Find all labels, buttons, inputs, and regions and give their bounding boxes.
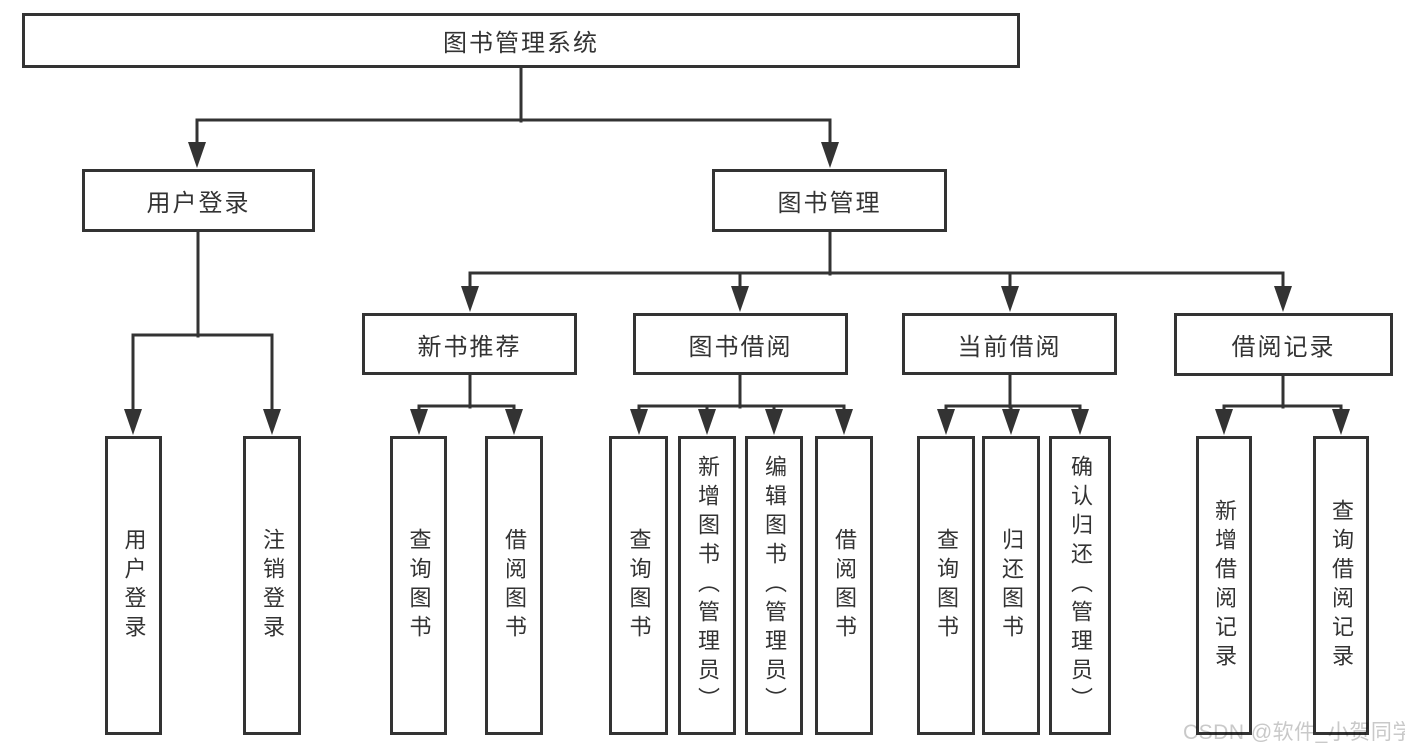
arrowhead [124, 409, 142, 435]
leaf-label: 注销登录 [260, 527, 285, 644]
arrowhead [835, 409, 853, 435]
arrowhead [461, 286, 479, 312]
leaf-edit-book-admin: 编辑图书（管理员） [745, 436, 803, 735]
arrowhead [263, 409, 281, 435]
node-book-management: 图书管理 [712, 169, 947, 232]
leaf-label: 编辑图书（管理员） [762, 455, 787, 716]
arrowhead [505, 409, 523, 435]
leaf-user-login: 用户登录 [105, 436, 162, 735]
leaf-borrow-books-borrowing: 借阅图书 [815, 436, 873, 735]
arrowhead [698, 409, 716, 435]
leaf-query-borrow-record: 查询借阅记录 [1313, 436, 1369, 735]
leaf-label: 用户登录 [121, 527, 147, 644]
node-book-borrowing: 图书借阅 [633, 313, 848, 375]
arrowhead [1332, 409, 1350, 435]
leaf-logout: 注销登录 [243, 436, 301, 735]
leaf-label: 新增图书（管理员） [695, 455, 720, 716]
node-label: 用户登录 [146, 190, 251, 217]
leaf-add-borrow-record: 新增借阅记录 [1196, 436, 1252, 735]
node-user-login: 用户登录 [82, 169, 315, 232]
leaf-label: 借阅图书 [502, 527, 527, 644]
arrowhead [821, 142, 839, 168]
arrowhead [410, 409, 428, 435]
leaf-borrow-books-recommend: 借阅图书 [485, 436, 543, 735]
leaf-return-books: 归还图书 [982, 436, 1040, 735]
node-label: 借阅记录 [1231, 334, 1336, 361]
csdn-watermark: CSDN @软件_小贺同学 [1183, 721, 1405, 744]
leaf-label: 归还图书 [999, 527, 1024, 644]
leaf-label: 查询图书 [626, 527, 652, 644]
node-label: 图书管理系统 [443, 30, 599, 57]
node-borrowing-records: 借阅记录 [1174, 313, 1393, 376]
leaf-add-book-admin: 新增图书（管理员） [678, 436, 736, 735]
arrowhead [937, 409, 955, 435]
leaf-label: 新增借阅记录 [1212, 498, 1237, 673]
arrowhead [1001, 286, 1019, 312]
node-label: 图书管理 [777, 190, 882, 217]
arrowhead [765, 409, 783, 435]
leaf-query-books-recommend: 查询图书 [390, 436, 447, 735]
leaf-label: 查询借阅记录 [1329, 498, 1354, 673]
arrowhead [731, 286, 749, 312]
arrowhead [1071, 409, 1089, 435]
node-label: 新书推荐 [417, 333, 522, 361]
leaf-label: 查询图书 [934, 527, 959, 644]
node-label: 图书借阅 [688, 333, 793, 361]
leaf-label: 查询图书 [406, 527, 432, 644]
leaf-confirm-return-admin: 确认归还（管理员） [1049, 436, 1111, 735]
node-label: 当前借阅 [957, 333, 1062, 361]
arrowhead [1002, 409, 1020, 435]
leaf-query-books-current: 查询图书 [917, 436, 975, 735]
arrowhead [630, 409, 648, 435]
node-new-book-recommend: 新书推荐 [362, 313, 577, 375]
arrowhead [1274, 286, 1292, 312]
leaf-query-books-borrowing: 查询图书 [609, 436, 668, 735]
leaf-label: 借阅图书 [832, 527, 857, 644]
node-current-borrowing: 当前借阅 [902, 313, 1117, 375]
node-book-management-system: 图书管理系统 [22, 13, 1020, 68]
arrowhead [188, 142, 206, 168]
leaf-label: 确认归还（管理员） [1068, 455, 1093, 716]
arrowhead [1215, 409, 1233, 435]
